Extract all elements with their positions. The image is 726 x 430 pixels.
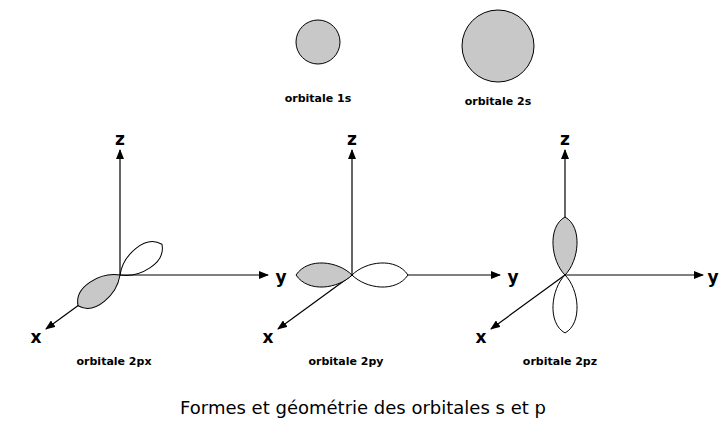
figure-caption: Formes et géométrie des orbitales s et p [180,398,546,418]
axis-label: y [507,268,518,287]
orbital-2s [462,10,534,82]
axis-label: y [707,268,718,287]
orbital-1s [296,20,340,64]
orbital-label: orbitale 1s [285,93,352,105]
orbital-label: orbitale 2pz [523,356,597,368]
axis-label: z [115,130,125,149]
orbital-label: orbitale 2py [308,356,383,368]
axis-label: x [263,328,274,347]
orbital-2pz-figure [491,150,703,333]
axis-label: z [560,130,570,149]
axis-label: x [476,328,487,347]
orbital-label: orbitale 2s [465,96,532,108]
orbital-2py-figure [278,150,500,329]
orbital-2px-figure [46,150,268,329]
axis-label: z [347,130,357,149]
axis-label: x [31,328,42,347]
orbital-label: orbitale 2px [77,356,152,368]
axis-label: y [275,268,286,287]
